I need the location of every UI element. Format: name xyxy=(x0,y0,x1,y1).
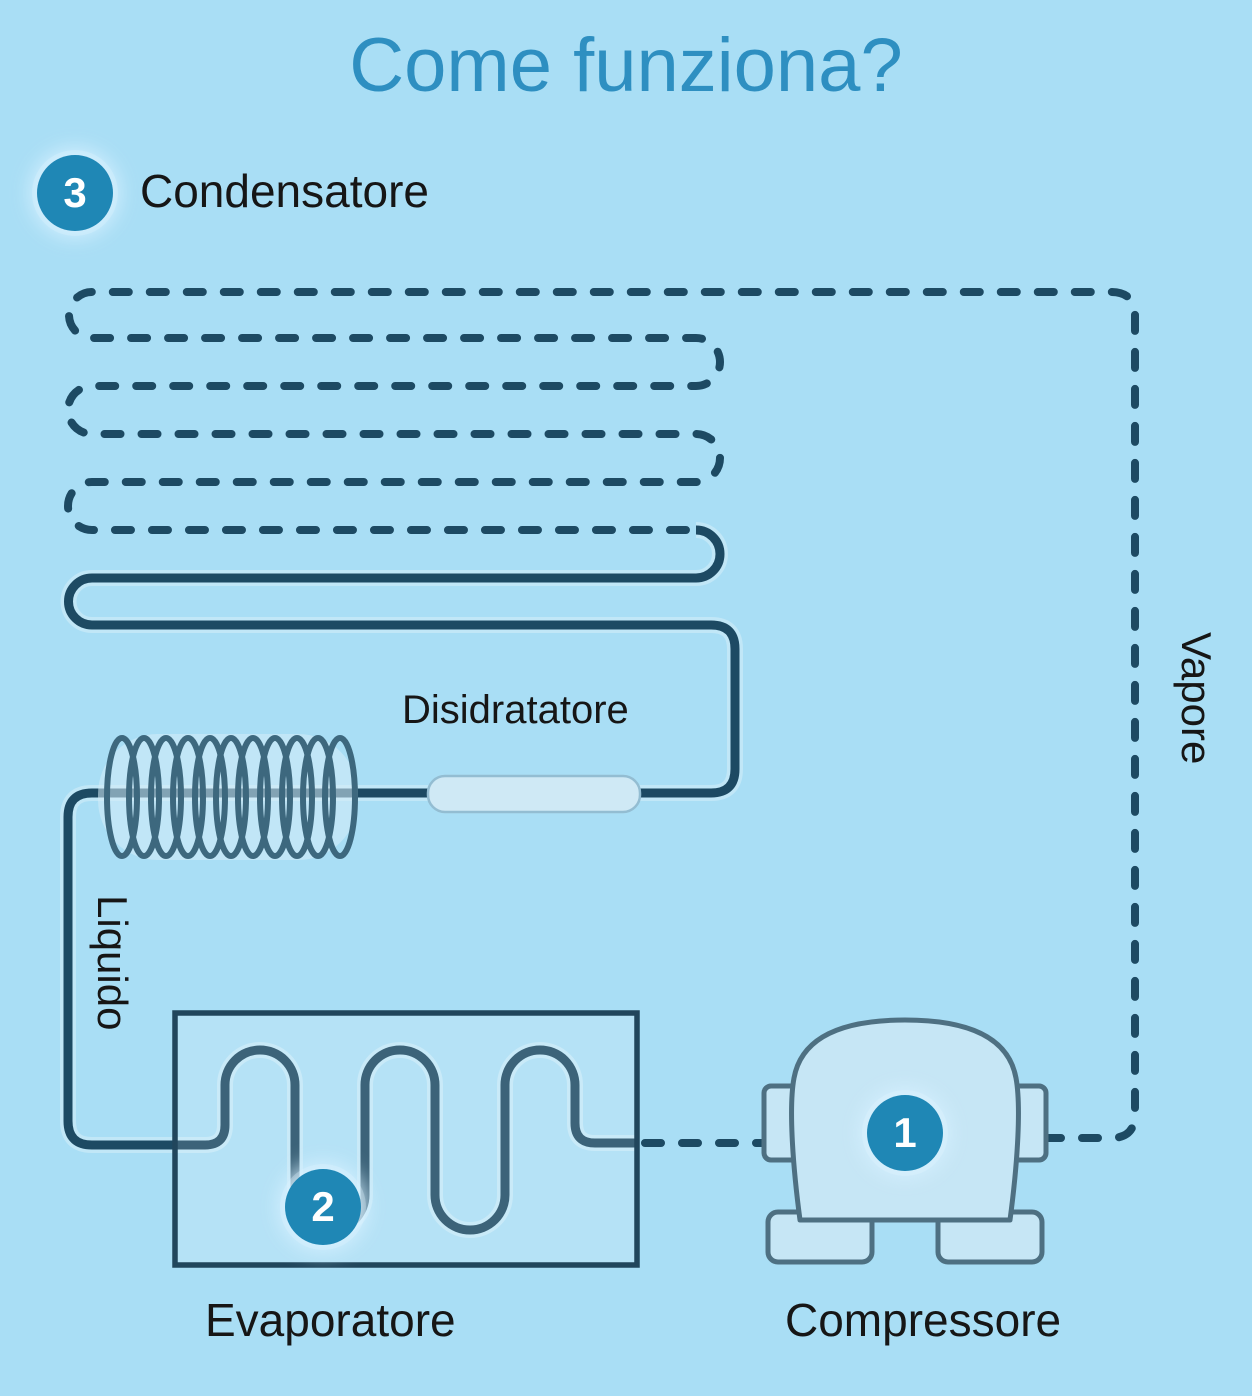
condenser-coil-dashed xyxy=(64,288,1139,1147)
page-title: Come funziona? xyxy=(349,23,903,108)
label-vapore: Vapore xyxy=(1173,632,1220,765)
label-disidratatore: Disidratatore xyxy=(402,688,629,732)
drier-filter-capsule xyxy=(426,774,642,814)
badge-1-compressore: 1 xyxy=(867,1095,943,1171)
label-condensatore: Condensatore xyxy=(140,165,429,217)
drier-spiral-coil xyxy=(98,734,358,860)
badge-2-number: 2 xyxy=(311,1183,335,1230)
badge-2-evaporatore: 2 xyxy=(285,1169,361,1245)
evaporator-box xyxy=(172,1010,640,1268)
badge-3-condensatore: 3 xyxy=(37,155,113,231)
liquid-line xyxy=(63,525,740,1235)
label-liquido: Liquido xyxy=(89,895,136,1031)
badge-1-number: 1 xyxy=(893,1109,917,1156)
label-evaporatore: Evaporatore xyxy=(205,1294,456,1346)
badge-3-number: 3 xyxy=(63,169,87,216)
compressor-body xyxy=(761,1017,1049,1265)
label-compressore: Compressore xyxy=(785,1294,1062,1346)
